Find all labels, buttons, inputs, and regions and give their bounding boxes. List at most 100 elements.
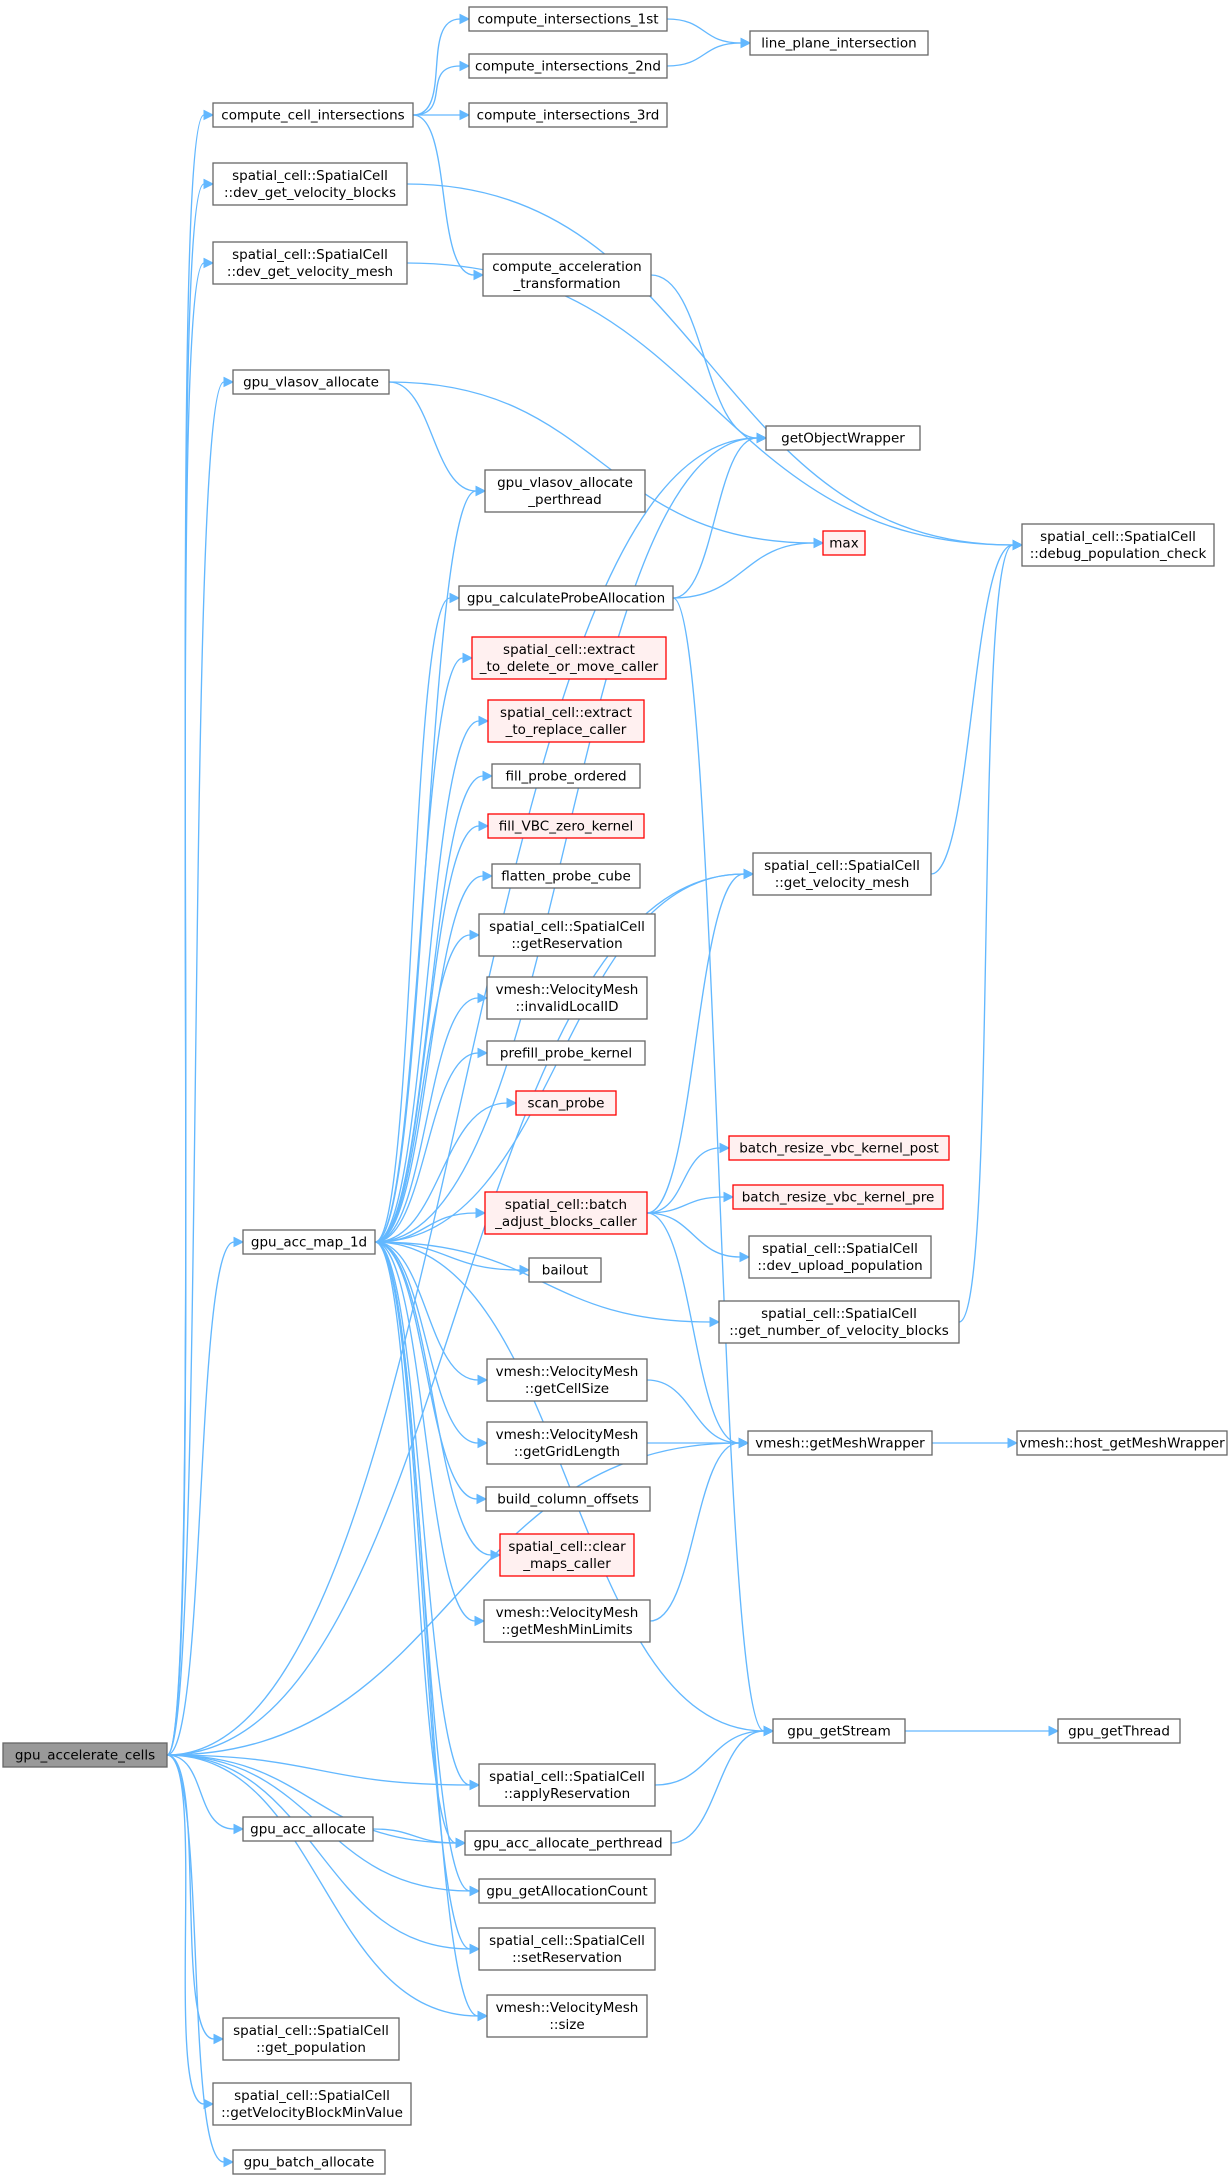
node-box	[486, 1358, 648, 1402]
edge-gpu-acc-map-1d-to-clear-maps-caller	[374, 1241, 502, 1561]
node-dev-get-velocity-blocks[interactable]: spatial_cell::SpatialCell::dev_get_veloc…	[212, 162, 408, 206]
edge-compute-acceleration-transformation-to-get-object-wrapper	[650, 274, 768, 444]
node-compute-intersections-1st[interactable]: compute_intersections_1st	[468, 6, 668, 32]
edge-compute-cell-intersections-to-compute-acceleration-transformation	[412, 114, 485, 281]
node-box	[748, 1235, 932, 1279]
node-box	[212, 241, 408, 285]
node-label: ::dev_get_velocity_mesh	[227, 264, 393, 280]
node-get-population[interactable]: spatial_cell::SpatialCell::get_populatio…	[222, 2017, 400, 2061]
node-compute-cell-intersections[interactable]: compute_cell_intersections	[212, 102, 414, 128]
node-flatten-probe-cube[interactable]: flatten_probe_cube	[491, 863, 641, 889]
node-box	[242, 1816, 374, 1842]
node-gpu-get-allocation-count[interactable]: gpu_getAllocationCount	[478, 1878, 656, 1904]
edge-gpu-accelerate-cells-to-get-mesh-wrapper	[166, 1437, 750, 1756]
node-label: spatial_cell::SpatialCell	[761, 1306, 917, 1322]
node-label: vmesh::VelocityMesh	[496, 982, 639, 998]
node-label: spatial_cell::SpatialCell	[762, 1241, 918, 1257]
function-nodes: gpu_accelerate_cells compute_intersection…	[2, 6, 1228, 2175]
node-box	[1057, 1718, 1181, 1744]
edge-gpu-acc-map-1d-to-get-mesh-min-limits	[374, 1241, 486, 1627]
node-compute-acceleration-transformation[interactable]: compute_acceleration_transformation	[482, 253, 652, 297]
node-gpu-batch-allocate[interactable]: gpu_batch_allocate	[232, 2149, 386, 2175]
node-bailout[interactable]: bailout	[528, 1257, 602, 1283]
node-label: gpu_acc_allocate	[250, 1822, 366, 1838]
node-box	[491, 863, 641, 889]
node-get-grid-length[interactable]: vmesh::VelocityMesh::getGridLength	[486, 1421, 648, 1465]
node-label: ::applyReservation	[504, 1786, 630, 1802]
node-batch-resize-vbc-kernel-post[interactable]: batch_resize_vbc_kernel_post	[728, 1135, 950, 1161]
node-label: gpu_getAllocationCount	[486, 1884, 647, 1900]
node-label: spatial_cell::SpatialCell	[489, 1769, 645, 1785]
node-dev-upload-population[interactable]: spatial_cell::SpatialCell::dev_upload_po…	[748, 1235, 932, 1279]
node-box	[468, 53, 668, 79]
node-batch-resize-vbc-kernel-pre[interactable]: batch_resize_vbc_kernel_pre	[732, 1184, 944, 1210]
node-gpu-vlasov-allocate-perthread[interactable]: gpu_vlasov_allocate_perthread	[484, 469, 646, 513]
node-box	[747, 1430, 933, 1456]
node-invalid-local-id[interactable]: vmesh::VelocityMesh::invalidLocalID	[486, 976, 648, 1020]
node-max[interactable]: max	[822, 530, 866, 556]
node-gpu-acc-map-1d[interactable]: gpu_acc_map_1d	[242, 1229, 376, 1255]
edge-gpu-accelerate-cells-to-get-object-wrapper	[166, 432, 768, 1756]
edge-gpu-acc-map-1d-to-prefill-probe-kernel	[374, 1047, 489, 1243]
node-gpu-accelerate-cells[interactable]: gpu_accelerate_cells	[2, 1742, 168, 1768]
node-get-velocity-block-min-value[interactable]: spatial_cell::SpatialCell::getVelocityBl…	[212, 2082, 412, 2126]
node-fill-probe-ordered[interactable]: fill_probe_ordered	[491, 763, 641, 789]
node-compute-intersections-2nd[interactable]: compute_intersections_2nd	[468, 53, 668, 79]
node-debug-population-check[interactable]: spatial_cell::SpatialCell::debug_populat…	[1021, 523, 1215, 567]
edge-gpu-acc-map-1d-to-size	[374, 1241, 489, 2022]
node-set-reservation[interactable]: spatial_cell::SpatialCell::setReservatio…	[478, 1927, 656, 1971]
node-box	[478, 1927, 656, 1971]
node-gpu-acc-allocate[interactable]: gpu_acc_allocate	[242, 1816, 374, 1842]
node-get-object-wrapper[interactable]: getObjectWrapper	[765, 425, 921, 451]
node-get-velocity-mesh[interactable]: spatial_cell::SpatialCell::get_velocity_…	[752, 852, 932, 896]
node-label: vmesh::VelocityMesh	[496, 2000, 639, 2016]
node-gpu-vlasov-allocate[interactable]: gpu_vlasov_allocate	[232, 369, 390, 395]
node-compute-intersections-3rd[interactable]: compute_intersections_3rd	[468, 102, 668, 128]
node-box	[1021, 523, 1215, 567]
node-apply-reservation[interactable]: spatial_cell::SpatialCell::applyReservat…	[478, 1763, 656, 1807]
node-gpu-acc-allocate-perthread[interactable]: gpu_acc_allocate_perthread	[464, 1830, 672, 1856]
node-extract-to-replace-caller[interactable]: spatial_cell::extract_to_replace_caller	[487, 699, 645, 743]
node-prefill-probe-kernel[interactable]: prefill_probe_kernel	[486, 1040, 646, 1066]
node-box	[222, 2017, 400, 2061]
node-scan-probe[interactable]: scan_probe	[515, 1090, 617, 1116]
node-get-mesh-min-limits[interactable]: vmesh::VelocityMesh::getMeshMinLimits	[483, 1599, 651, 1643]
node-dev-get-velocity-mesh[interactable]: spatial_cell::SpatialCell::dev_get_veloc…	[212, 241, 408, 285]
node-size[interactable]: vmesh::VelocityMesh::size	[486, 1994, 648, 2038]
node-box	[515, 1090, 617, 1116]
node-gpu-get-thread[interactable]: gpu_getThread	[1057, 1718, 1181, 1744]
node-get-mesh-wrapper[interactable]: vmesh::getMeshWrapper	[747, 1430, 933, 1456]
node-box	[486, 1994, 648, 2038]
node-box	[718, 1300, 960, 1344]
node-line-plane-intersection[interactable]: line_plane_intersection	[749, 30, 929, 56]
node-box	[765, 425, 921, 451]
node-host-get-mesh-wrapper[interactable]: vmesh::host_getMeshWrapper	[1016, 1430, 1228, 1456]
edge-compute-cell-intersections-to-compute-intersections-2nd	[412, 60, 471, 116]
node-extract-to-delete-or-move-caller[interactable]: spatial_cell::extract_to_delete_or_move_…	[471, 636, 667, 680]
node-build-column-offsets[interactable]: build_column_offsets	[485, 1486, 651, 1512]
edge-gpu-accelerate-cells-to-dev-get-velocity-mesh	[166, 257, 215, 1756]
node-get-number-of-velocity-blocks[interactable]: spatial_cell::SpatialCell::get_number_of…	[718, 1300, 960, 1344]
node-box	[732, 1184, 944, 1210]
node-box	[212, 2082, 412, 2126]
node-box	[468, 6, 668, 32]
node-box	[822, 530, 866, 556]
node-label: _adjust_blocks_caller	[494, 1214, 637, 1230]
node-label: spatial_cell::SpatialCell	[764, 858, 920, 874]
node-label: vmesh::VelocityMesh	[496, 1605, 639, 1621]
node-box	[1016, 1430, 1228, 1456]
node-batch-adjust-blocks-caller[interactable]: spatial_cell::batch_adjust_blocks_caller	[484, 1191, 648, 1235]
node-label: spatial_cell::SpatialCell	[1040, 529, 1196, 545]
node-label: compute_acceleration	[492, 259, 641, 275]
edge-gpu-accelerate-cells-to-gpu-batch-allocate	[166, 1754, 235, 2168]
node-get-reservation[interactable]: spatial_cell::SpatialCell::getReservatio…	[478, 913, 656, 957]
node-box	[487, 813, 645, 839]
node-label: compute_intersections_1st	[477, 12, 658, 28]
node-label: batch_resize_vbc_kernel_pre	[742, 1190, 935, 1206]
node-gpu-get-stream[interactable]: gpu_getStream	[772, 1718, 906, 1744]
edge-gpu-accelerate-cells-to-get-population	[166, 1754, 225, 2045]
node-clear-maps-caller[interactable]: spatial_cell::clear_maps_caller	[499, 1533, 635, 1577]
node-gpu-calculate-probe-allocation[interactable]: gpu_calculateProbeAllocation	[458, 585, 674, 611]
node-fill-vbc-zero-kernel[interactable]: fill_VBC_zero_kernel	[487, 813, 645, 839]
node-get-cell-size[interactable]: vmesh::VelocityMesh::getCellSize	[486, 1358, 648, 1402]
